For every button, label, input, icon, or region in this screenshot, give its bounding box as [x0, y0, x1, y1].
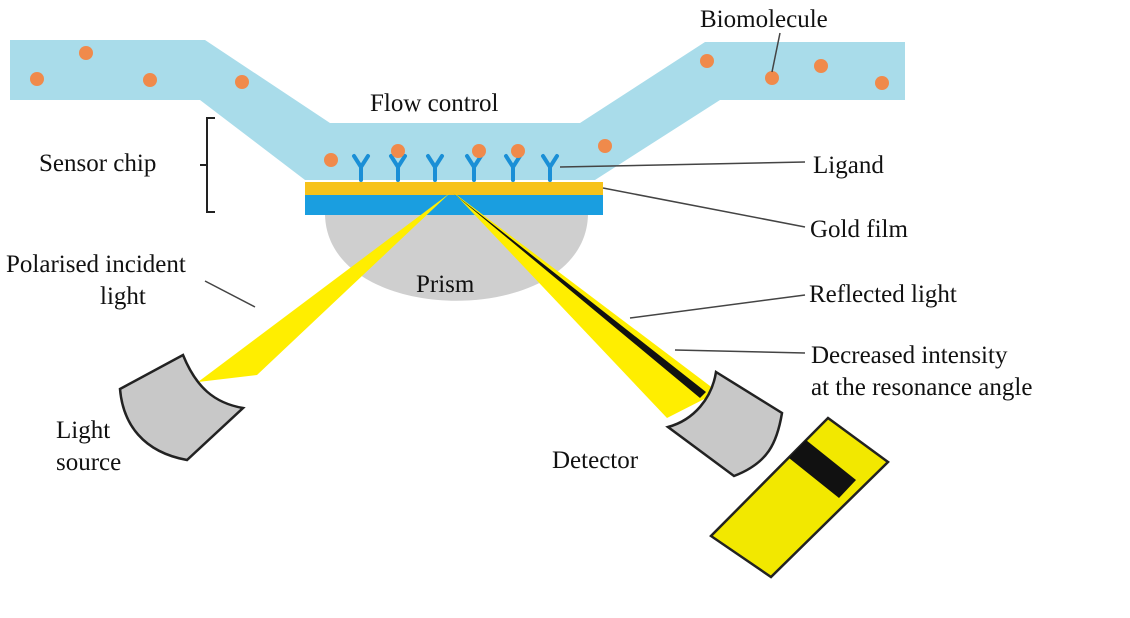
detector-strip [709, 416, 890, 579]
leader-line-decreased [674, 349, 806, 354]
blue-layer [305, 195, 603, 215]
bound-biomolecule [511, 144, 525, 158]
ligand-y [352, 154, 370, 182]
detector-housing [665, 369, 784, 478]
label-flow-control: Flow control [370, 90, 499, 117]
detector-strip-body [709, 416, 890, 579]
sensor-chip-bracket [200, 117, 215, 213]
label-polarised-line1: Polarised incident [6, 251, 186, 278]
leader-lines [204, 32, 806, 354]
label-gold-film: Gold film [810, 216, 908, 243]
biomolecule-dot [79, 46, 93, 60]
reflected-beam [454, 193, 718, 418]
dark-line [453, 193, 706, 398]
label-decreased-line2: at the resonance angle [811, 374, 1032, 401]
label-reflected-light: Reflected light [809, 281, 957, 308]
biomolecule-dot [324, 153, 338, 167]
bound-biomolecule [391, 144, 405, 158]
ligand-y [389, 154, 407, 182]
detector-dark-band [789, 440, 856, 498]
leader-line-ligand [559, 161, 806, 168]
incident-beam [198, 193, 450, 382]
biomolecule-dot [30, 72, 44, 86]
ligand-y [504, 154, 522, 182]
gold-layer [305, 182, 603, 195]
label-light-source-line2: source [56, 449, 121, 476]
label-prism: Prism [416, 271, 475, 298]
light-source-housing [118, 353, 246, 462]
label-decreased-line1: Decreased intensity [811, 342, 1008, 369]
biomolecule-dot [700, 54, 714, 68]
label-polarised-line2: light [100, 283, 146, 310]
biomolecule-dot [235, 75, 249, 89]
leader-line-reflected [629, 294, 806, 319]
prism [325, 213, 588, 301]
label-detector: Detector [552, 447, 639, 474]
label-sensor-chip: Sensor chip [39, 150, 156, 177]
ligand-y [541, 154, 559, 182]
biomolecules [30, 46, 889, 167]
biomolecule-dot [765, 71, 779, 85]
bound-biomolecules [391, 144, 525, 158]
label-ligand: Ligand [813, 152, 884, 179]
leader-line-biomolecule [771, 32, 781, 73]
leader-line-gold-film [602, 187, 806, 228]
leader-line-polarised [204, 280, 256, 308]
ligand-y [426, 154, 444, 182]
biomolecule-dot [143, 73, 157, 87]
label-biomolecule: Biomolecule [700, 6, 828, 33]
label-light-source-line1: Light [56, 417, 110, 444]
bound-biomolecule [472, 144, 486, 158]
biomolecule-dot [814, 59, 828, 73]
flow-channel [10, 40, 905, 180]
ligands [352, 154, 559, 182]
biomolecule-dot [875, 76, 889, 90]
ligand-y [465, 154, 483, 182]
biomolecule-dot [598, 139, 612, 153]
